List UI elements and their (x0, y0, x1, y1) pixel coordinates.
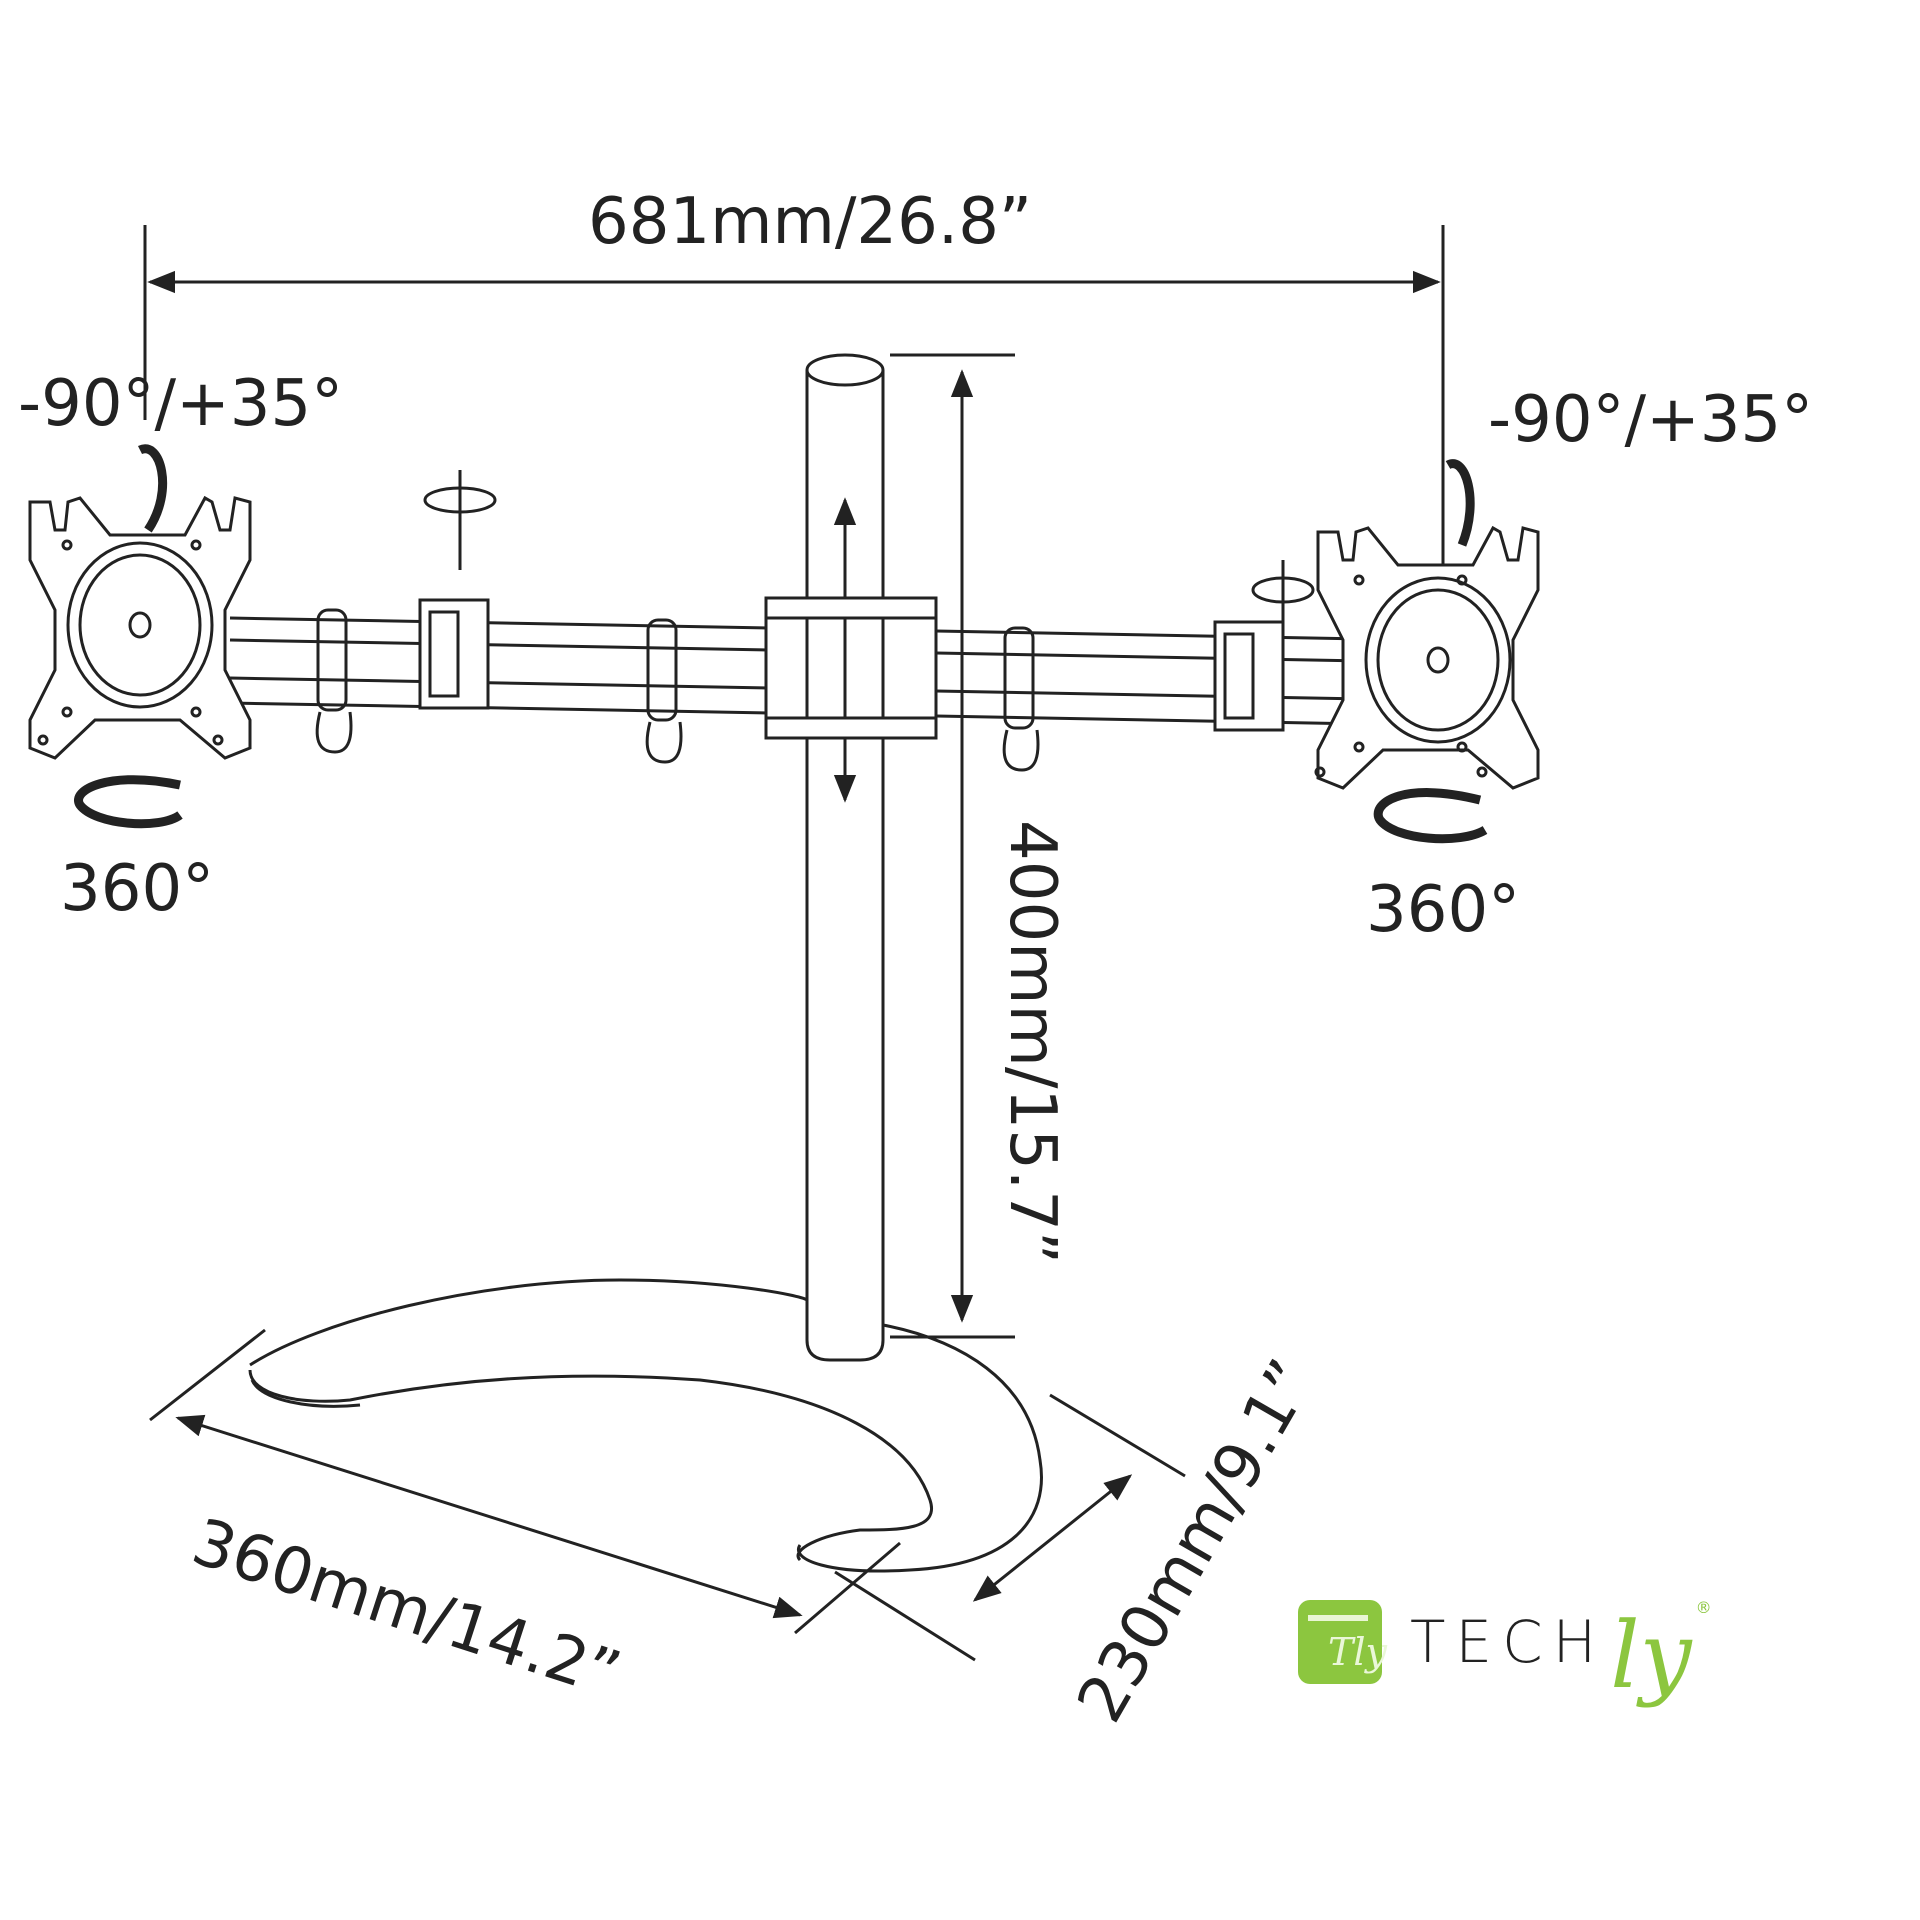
registered-mark: ® (1695, 1598, 1712, 1617)
logo-accent: ly (1610, 1602, 1692, 1709)
left-tilt-label: -90°/+35° (18, 367, 344, 441)
swivel-icon (423, 470, 497, 570)
techly-logo: Tly TECH ly ® (1298, 1588, 1712, 1709)
tilt-arrow-icon (1445, 459, 1475, 547)
center-clamp (764, 596, 938, 740)
right-rotation-label: 360° (1366, 873, 1521, 947)
rotation-arrow-icon (1373, 788, 1488, 844)
tilt-arrow-icon (137, 444, 168, 533)
left-vesa-plate (28, 495, 252, 760)
logo-mark: Tly (1298, 1599, 1387, 1684)
left-rotation-label: 360° (60, 852, 215, 926)
base-length-dimension-line (175, 1414, 803, 1619)
logo-wordmark: TECH (1410, 1607, 1607, 1676)
cable-clip (1002, 626, 1040, 772)
logo-mark-text: Tly (1328, 1629, 1387, 1674)
pole-height-label: 400mm/15.7” (995, 820, 1069, 1265)
arm-span-label: 681mm/26.8” (588, 185, 1033, 259)
swivel-icon (1251, 560, 1315, 650)
pole-top (805, 353, 885, 387)
right-tilt-label: -90°/+35° (1488, 383, 1814, 457)
base-depth-dimension-line (972, 1474, 1133, 1602)
rotation-arrow-icon (74, 775, 183, 829)
stand-base (249, 1278, 1043, 1573)
cable-clip (645, 618, 683, 764)
cable-clip (315, 608, 353, 754)
